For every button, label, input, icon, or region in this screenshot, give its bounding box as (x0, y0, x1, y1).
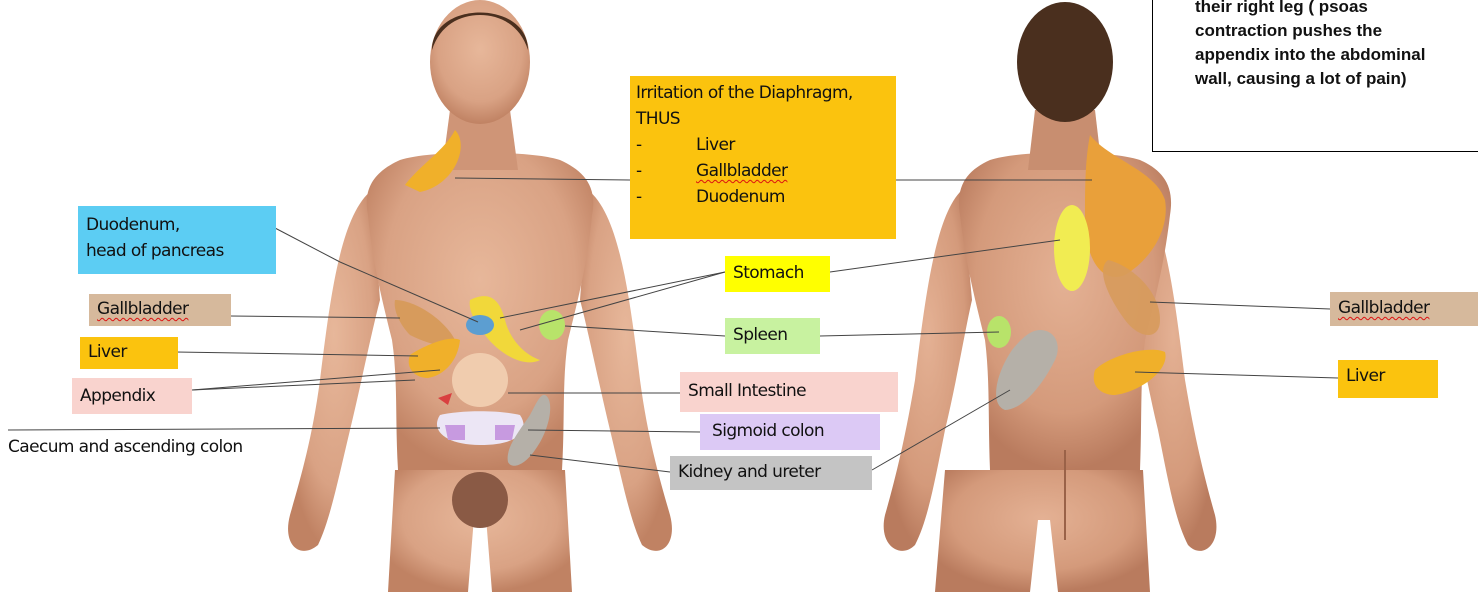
sigmoid-colon-label: Sigmoid colon (700, 414, 880, 450)
note-line-1: their right leg ( psoas (1195, 0, 1478, 19)
diaphragm-item: - Duodenum (636, 184, 890, 210)
gallbladder-label-back: Gallbladder (1330, 292, 1478, 326)
gallbladder-label-front: Gallbladder (89, 294, 231, 326)
list-dash: - (636, 184, 642, 210)
duodenum-region-front (466, 315, 494, 335)
diaphragm-item: - Gallbladder (636, 158, 890, 184)
diaphragm-item: - Liver (636, 132, 890, 158)
spleen-label: Spleen (725, 318, 820, 354)
note-line-3: appendix into the abdominal (1195, 43, 1478, 67)
duodenum-label-line1: Duodenum, (86, 212, 268, 238)
caecum-label: Caecum and ascending colon (0, 432, 290, 462)
list-item-gallbladder: Gallbladder (696, 158, 787, 184)
duodenum-label: Duodenum, head of pancreas (78, 206, 276, 274)
note-line-4: wall, causing a lot of pain) (1195, 67, 1478, 91)
small-intestine-label: Small Intestine (680, 372, 898, 412)
diaphragm-title: Irritation of the Diaphragm, (636, 83, 853, 103)
note-line-2: contraction pushes the (1195, 19, 1478, 43)
stomach-region-back (1054, 205, 1090, 291)
list-dash: - (636, 158, 642, 184)
small-intestine-region-front (452, 353, 508, 407)
list-item-duodenum: Duodenum (696, 184, 785, 210)
liver-label-back: Liver (1338, 360, 1438, 398)
list-item-liver: Liver (696, 132, 735, 158)
psoas-note-box: their right leg ( psoas contraction push… (1152, 0, 1478, 152)
stomach-label: Stomach (725, 256, 830, 292)
list-dash: - (636, 132, 642, 158)
diaphragm-label: Irritation of the Diaphragm, THUS - Live… (630, 76, 896, 239)
spleen-region-front (539, 310, 565, 340)
front-body-figure (288, 0, 672, 592)
duodenum-label-line2: head of pancreas (86, 238, 268, 264)
diaphragm-thus: THUS (636, 109, 680, 129)
liver-label-front: Liver (80, 337, 178, 369)
appendix-label: Appendix (72, 378, 192, 414)
kidney-ureter-label: Kidney and ureter (670, 456, 872, 490)
